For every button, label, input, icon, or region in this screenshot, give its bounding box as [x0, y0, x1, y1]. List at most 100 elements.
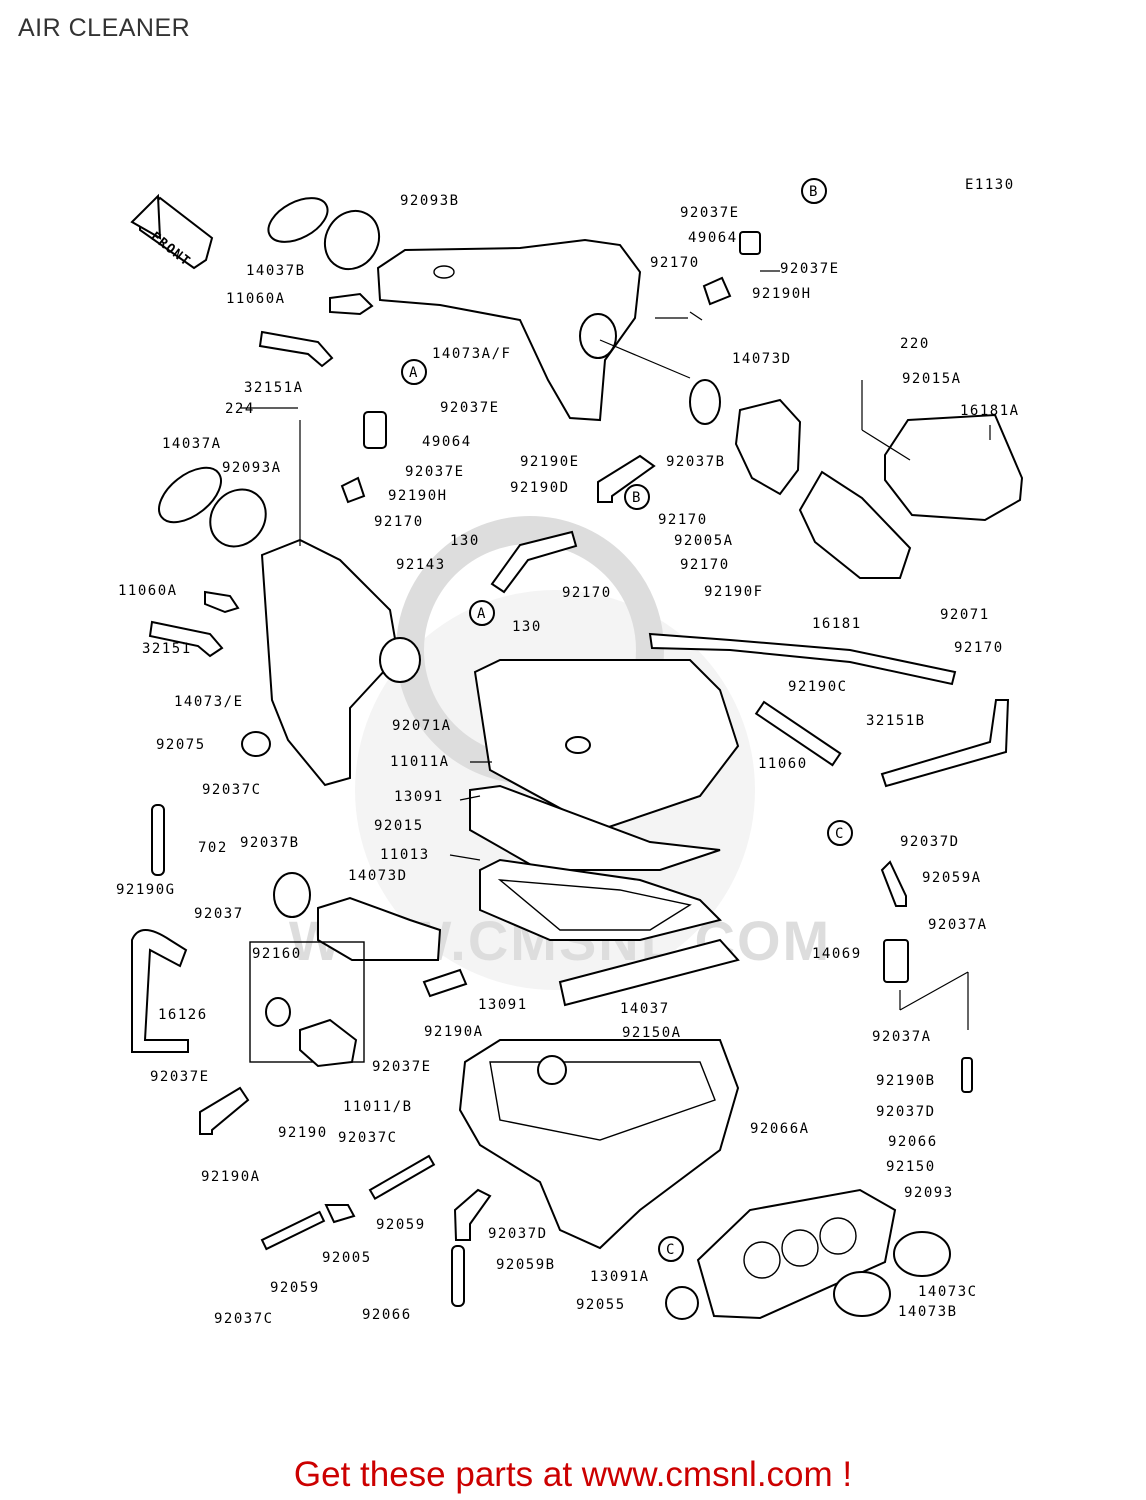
part-label: 14073/E: [174, 694, 244, 710]
part-label: 92190D: [510, 480, 570, 496]
part-shapes: [131, 197, 1024, 1320]
page-title: AIR CLEANER: [18, 14, 191, 42]
callout-A-mid: A: [469, 600, 495, 626]
part-label: 92190C: [788, 679, 848, 695]
part-label: 92170: [954, 640, 1004, 656]
part-label: 92190G: [116, 882, 176, 898]
part-label: 92059A: [922, 870, 982, 886]
part-label: 92190A: [424, 1024, 484, 1040]
part-label: 92037C: [202, 782, 262, 798]
part-label: 92190F: [704, 584, 764, 600]
part-label: 92170: [680, 557, 730, 573]
part-label: 11011A: [390, 754, 450, 770]
part-label: 11060: [758, 756, 808, 772]
part-label: 92037A: [928, 917, 988, 933]
svg-text:A: A: [409, 365, 419, 381]
part-label: 92037A: [872, 1029, 932, 1045]
part-label: 92075: [156, 737, 206, 753]
part-label: 92066A: [750, 1121, 810, 1137]
part-label: 92170: [658, 512, 708, 528]
part-label: 16181A: [960, 403, 1020, 419]
part-label: 92160: [252, 946, 302, 962]
part-label: 11060A: [226, 291, 286, 307]
part-label: 14073D: [348, 868, 408, 884]
part-label: 49064: [422, 434, 472, 450]
part-label: 92037E: [680, 205, 740, 221]
svg-text:A: A: [477, 606, 487, 622]
part-label: 92093B: [400, 193, 460, 209]
part-label: 92059B: [496, 1257, 556, 1273]
svg-text:C: C: [835, 826, 845, 842]
part-label: 92066: [888, 1134, 938, 1150]
part-label: 32151: [142, 641, 192, 657]
part-label: 32151A: [244, 380, 304, 396]
part-label: 14037: [620, 1001, 670, 1017]
part-label: 11013: [380, 847, 430, 863]
svg-text:B: B: [632, 490, 642, 506]
footer-link-container: Get these parts at www.cmsnl.com !: [0, 1455, 1146, 1495]
figure-code: E1130: [965, 177, 1015, 193]
part-label: 92190: [278, 1125, 328, 1141]
part-label: 92059: [270, 1280, 320, 1296]
part-label: 92005: [322, 1250, 372, 1266]
part-label: 92037E: [780, 261, 840, 277]
part-label: 220: [900, 336, 930, 352]
part-label: 92037: [194, 906, 244, 922]
part-label: 11011/B: [343, 1099, 413, 1115]
part-label: 11060A: [118, 583, 178, 599]
part-label: 14073C: [918, 1284, 978, 1300]
part-label: 92005A: [674, 533, 734, 549]
part-label: 16126: [158, 1007, 208, 1023]
callout-B-mid: B: [624, 484, 650, 510]
callout-C-right: C: [827, 820, 853, 846]
part-label: 16181: [812, 616, 862, 632]
part-label: 92150A: [622, 1025, 682, 1041]
part-label: 92190H: [752, 286, 812, 302]
svg-text:B: B: [809, 184, 819, 200]
part-label: 92037C: [338, 1130, 398, 1146]
part-label: 92037D: [488, 1226, 548, 1242]
part-label: 92143: [396, 557, 446, 573]
part-label: 92170: [374, 514, 424, 530]
part-labels: 92093B 14037B 11060A 14073A/F 32151A 224…: [116, 193, 1020, 1327]
part-label: 92037B: [666, 454, 726, 470]
part-label: 92190A: [201, 1169, 261, 1185]
svg-text:C: C: [666, 1242, 676, 1258]
part-label: 92015A: [902, 371, 962, 387]
callout-C-bottom: C: [658, 1236, 684, 1262]
part-label: 14073D: [732, 351, 792, 367]
part-label: 92190H: [388, 488, 448, 504]
part-label: 92093: [904, 1185, 954, 1201]
part-label: 92150: [886, 1159, 936, 1175]
part-label: 92055: [576, 1297, 626, 1313]
part-label: 92037E: [372, 1059, 432, 1075]
footer-link[interactable]: Get these parts at www.cmsnl.com !: [293, 1455, 853, 1494]
part-label: 92071: [940, 607, 990, 623]
part-label: 92037B: [240, 835, 300, 851]
part-label: 92190B: [876, 1073, 936, 1089]
part-label: 224: [225, 401, 255, 417]
part-label: 92066: [362, 1307, 412, 1323]
part-label: 92037E: [440, 400, 500, 416]
part-label: 13091A: [590, 1269, 650, 1285]
callout-B-top: B: [801, 178, 827, 204]
front-arrow-icon: FRONT: [130, 193, 214, 270]
callout-A-left: A: [401, 359, 427, 385]
part-label: 14073B: [898, 1304, 958, 1320]
part-label: 13091: [394, 789, 444, 805]
parts-diagram: WWW.CMSNL.COM FRONT E1130: [116, 177, 1024, 1327]
part-label: 92170: [562, 585, 612, 601]
part-label: 130: [512, 619, 542, 635]
part-label: 32151B: [866, 713, 926, 729]
part-label: 702: [198, 840, 228, 856]
part-label: 14069: [812, 946, 862, 962]
part-label: 14073A/F: [432, 346, 511, 362]
part-label: 92037E: [150, 1069, 210, 1085]
part-label: 92037D: [876, 1104, 936, 1120]
part-label: 92093A: [222, 460, 282, 476]
part-label: 14037B: [246, 263, 306, 279]
part-label: 14037A: [162, 436, 222, 452]
part-label: 130: [450, 533, 480, 549]
part-label: 92037E: [405, 464, 465, 480]
part-label: 92015: [374, 818, 424, 834]
